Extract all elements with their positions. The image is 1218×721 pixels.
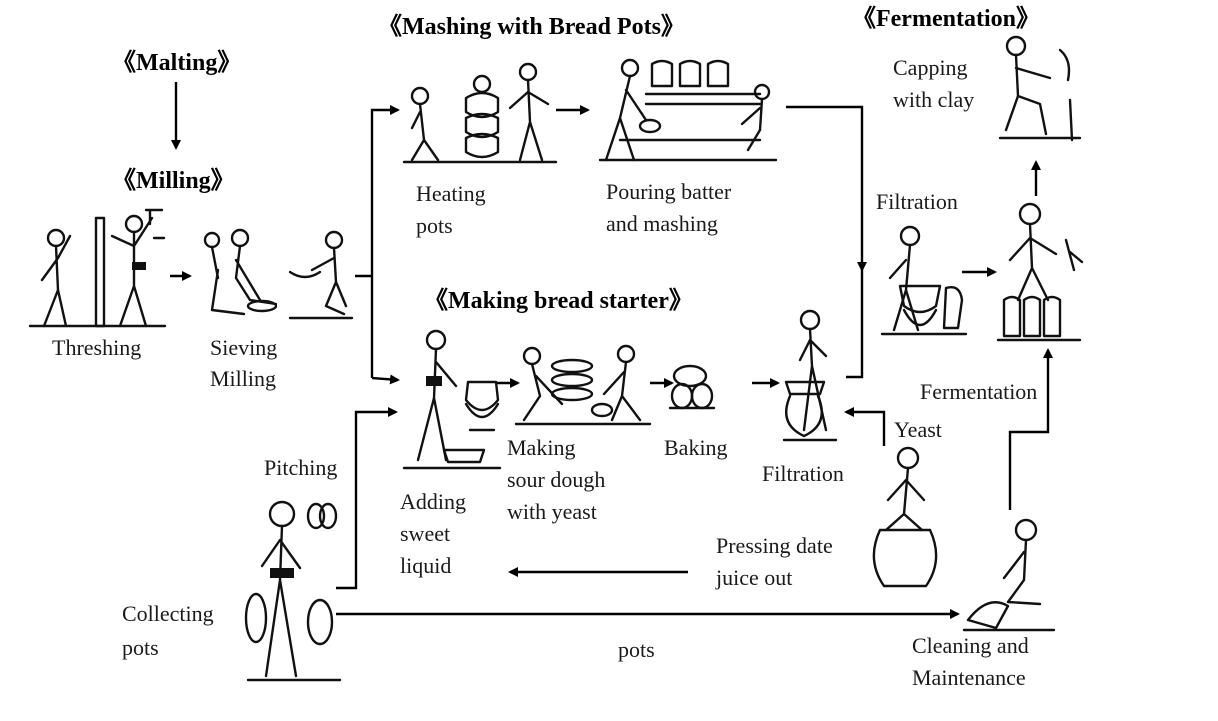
label-sour-2: sour dough (507, 467, 606, 492)
label-cleaning-2: Maintenance (912, 665, 1026, 690)
label-fermentation: Fermentation (920, 379, 1038, 404)
label-sieving: Sieving (210, 335, 278, 360)
label-heating-1: Heating (416, 181, 486, 206)
baking-figure (668, 364, 716, 410)
capping-figure (998, 35, 1082, 142)
label-pressing-1: Pressing date (716, 533, 833, 558)
heading-milling: 《Milling》 (112, 168, 235, 194)
label-pots: pots (618, 637, 655, 662)
label-sour-1: Making (507, 435, 576, 460)
label-yeast: Yeast (894, 417, 942, 442)
label-sour-3: with yeast (507, 499, 597, 524)
sour-dough-figure (514, 344, 652, 426)
label-pouring-1: Pouring batter (606, 179, 732, 204)
sieving-figure (203, 228, 278, 316)
label-baking: Baking (664, 435, 728, 460)
label-capping-2: with clay (893, 87, 975, 112)
milling-figure (288, 230, 354, 320)
filtration-jar-figure (782, 309, 838, 442)
collecting-pots-figure (244, 500, 342, 682)
label-threshing: Threshing (52, 335, 142, 360)
arrow-pouring-to-filtration (786, 105, 867, 272)
label-cleaning-1: Cleaning and (912, 633, 1029, 658)
heading-mashing: 《Mashing with Bread Pots》 (378, 14, 685, 40)
heading-malting: 《Malting》 (112, 50, 242, 76)
arrow-branch-to-adding (371, 374, 400, 385)
heating-pots-figure (402, 62, 558, 164)
arrow-branch-to-heating (370, 105, 400, 378)
arrow-yeast (844, 407, 886, 446)
label-adding-1: Adding (400, 489, 466, 514)
label-filtration-top: Filtration (876, 189, 958, 214)
pouring-batter-figure (598, 58, 778, 162)
cleaning-figure (962, 518, 1056, 632)
label-filtration-mid: Filtration (762, 461, 844, 486)
threshing-figure (28, 208, 167, 328)
arrow-pitching (336, 407, 398, 590)
adding-liquid-figure (402, 329, 502, 470)
label-collecting-1: Collecting (122, 601, 214, 626)
label-pouring-2: and mashing (606, 211, 718, 236)
filtration-figure (880, 225, 968, 336)
pressing-date-figure (872, 446, 938, 588)
label-adding-3: liquid (400, 553, 452, 578)
heading-fermentation: 《Fermentation》 (852, 6, 1040, 32)
label-milling: Milling (210, 366, 277, 391)
label-heating-2: pots (416, 213, 453, 238)
connectors (170, 82, 1053, 619)
arrow-cleaning-to-fermentation (1008, 348, 1053, 510)
fermentation-figure (996, 202, 1084, 342)
label-adding-2: sweet (400, 521, 451, 546)
label-capping-1: Capping (893, 55, 968, 80)
line-filtration-to-main (846, 270, 864, 379)
label-pressing-2: juice out (716, 565, 793, 590)
heading-bread-starter: 《Making bread starter》 (424, 288, 693, 314)
label-collecting-2: pots (122, 635, 159, 660)
label-pitching: Pitching (264, 455, 338, 480)
